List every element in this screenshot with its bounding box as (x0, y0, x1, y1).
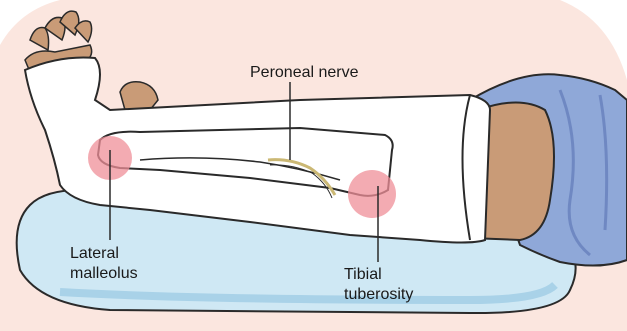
lateral-malleolus-line-2: malleolus (70, 264, 138, 284)
lateral-malleolus-label: Lateral malleolus (70, 244, 138, 284)
tibial-tuberosity-label: Tibial tuberosity (344, 265, 413, 305)
peroneal-nerve-label: Peroneal nerve (250, 63, 359, 83)
tibial-tuberosity-marker (348, 170, 396, 218)
tibial-tuberosity-line-2: tuberosity (344, 285, 413, 305)
peroneal-nerve-text: Peroneal nerve (250, 64, 359, 81)
tibial-tuberosity-line-1: Tibial (344, 265, 413, 285)
lateral-malleolus-line-1: Lateral (70, 244, 138, 264)
